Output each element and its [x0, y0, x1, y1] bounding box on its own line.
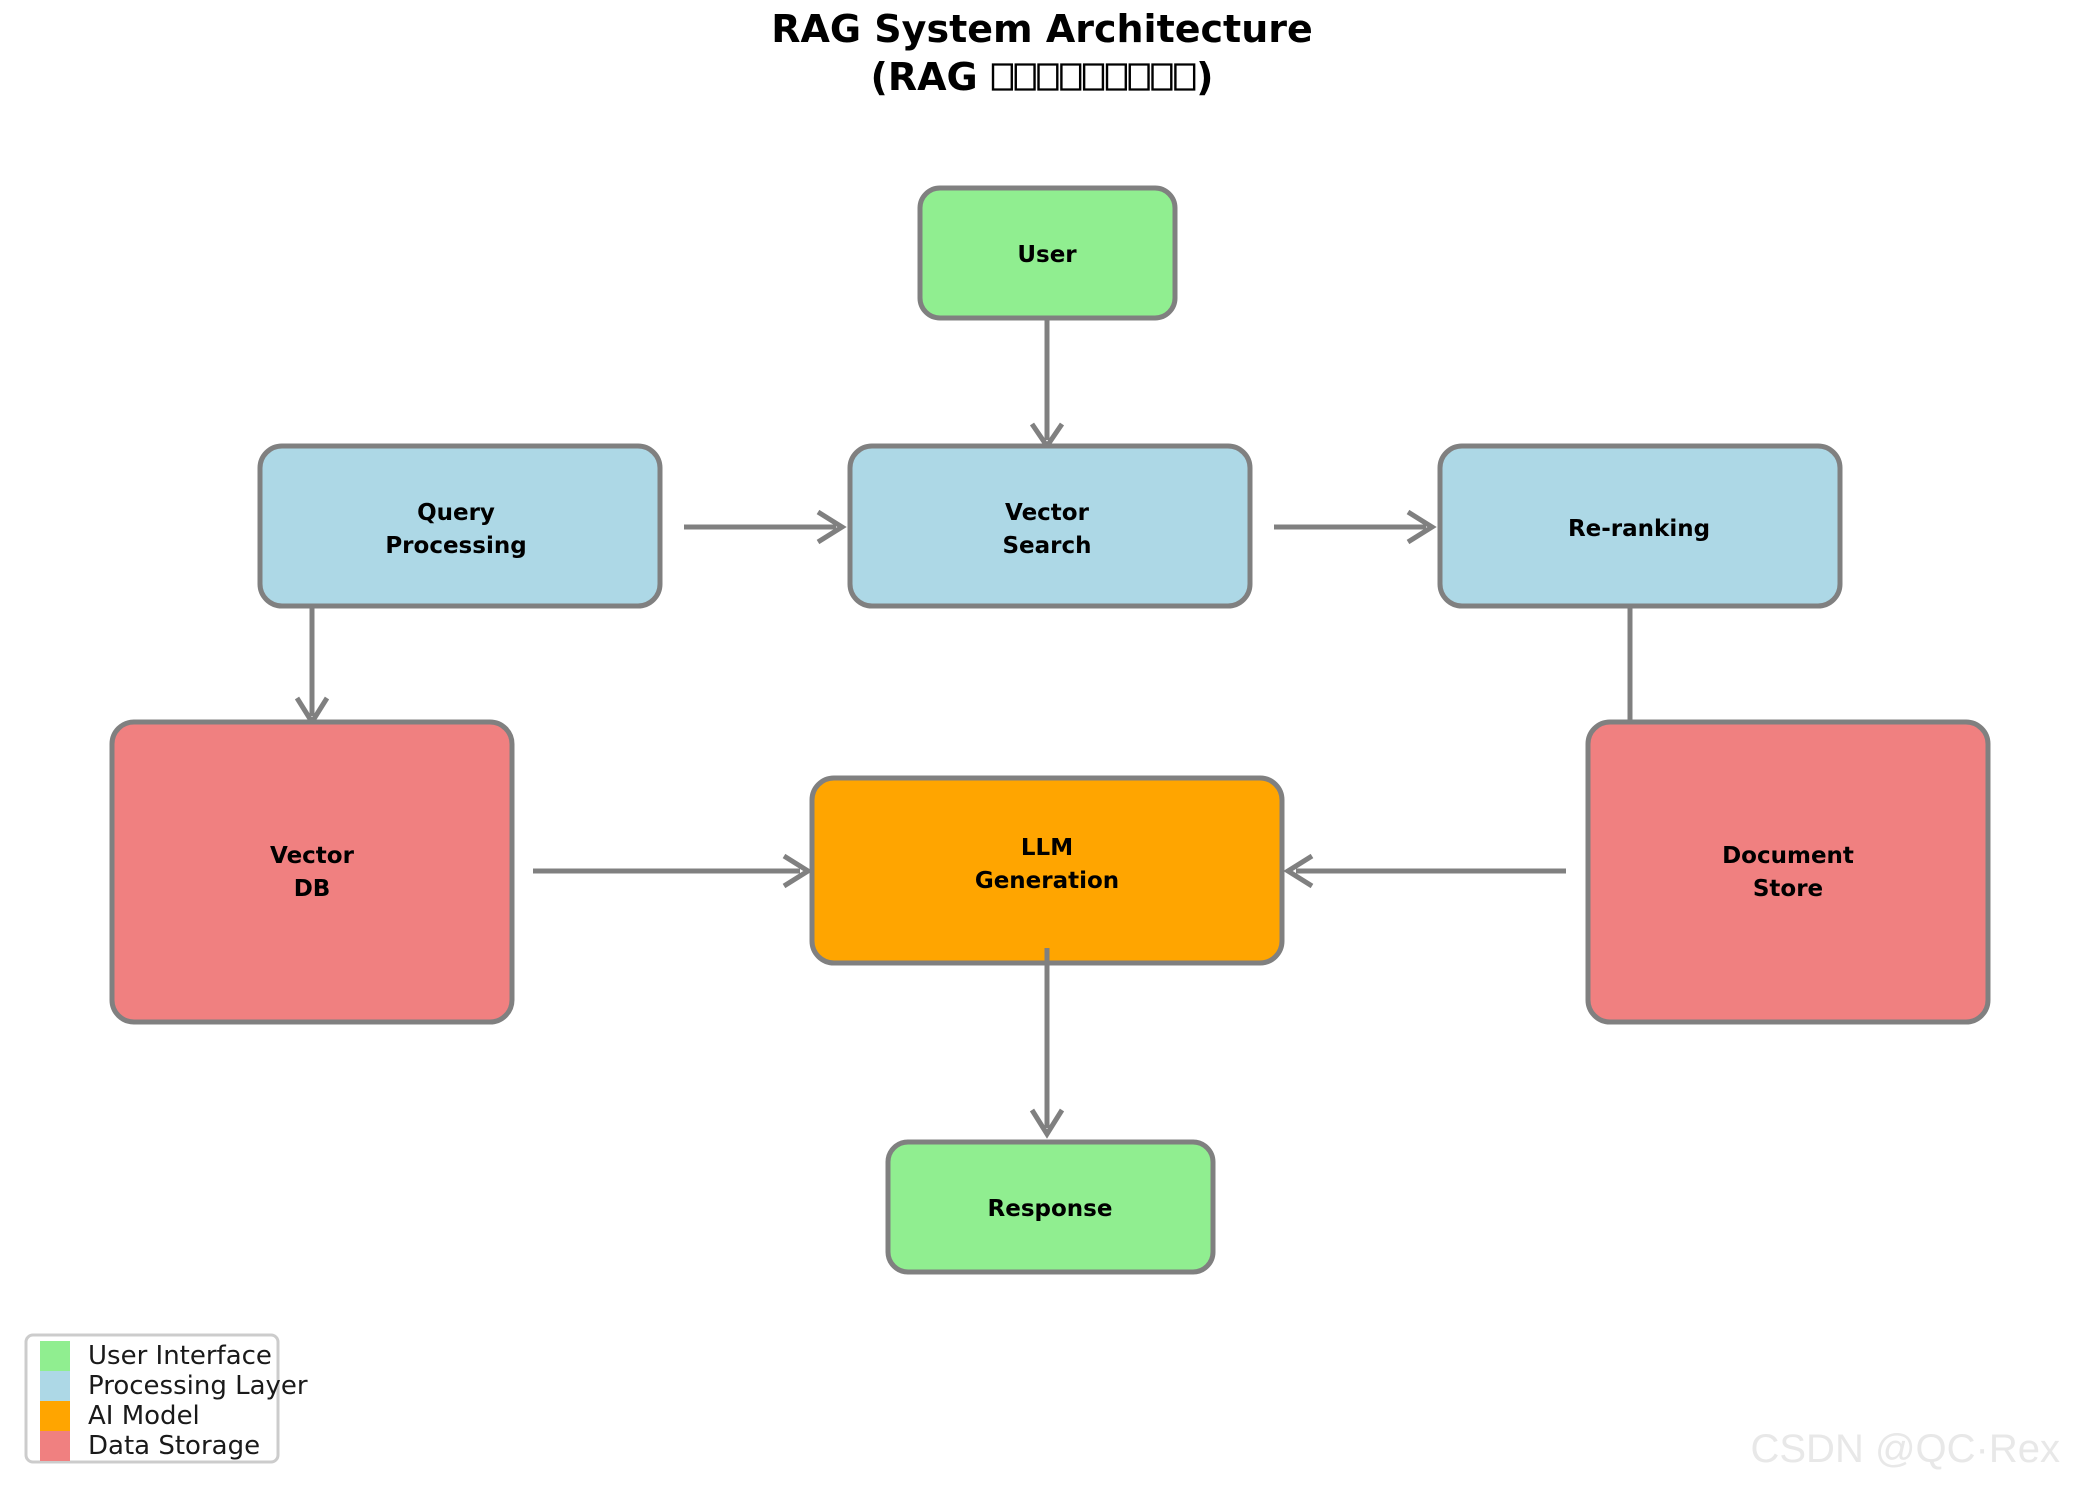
node-response[interactable]: Response [885, 1139, 1216, 1275]
legend-swatch-ai-model [40, 1401, 70, 1431]
node-document-store-shape[interactable] [1585, 719, 1991, 1025]
diagram-title-line1: RAG System Architecture [771, 7, 1313, 51]
legend-item-user-interface: User Interface [40, 1341, 272, 1371]
diagram-title-line2: (RAG ⎕⎕⎕⎕⎕⎕⎕⎕⎕) [870, 55, 1213, 99]
node-query-processing-label-line1: Query [417, 500, 495, 526]
node-vector-db[interactable]: Vector DB [109, 719, 515, 1025]
node-llm-generation[interactable]: LLM Generation [809, 775, 1285, 966]
node-document-store-label-line2: Store [1753, 876, 1823, 902]
node-vector-search[interactable]: Vector Search [847, 443, 1253, 609]
node-query-processing-label-line2: Processing [385, 533, 526, 559]
node-query-processing-shape[interactable] [257, 443, 663, 609]
legend-item-processing-layer: Processing Layer [40, 1371, 308, 1401]
node-user[interactable]: User [917, 185, 1178, 321]
node-query-processing[interactable]: Query Processing [257, 443, 663, 609]
node-vector-search-label-line1: Vector [1005, 500, 1090, 526]
node-reranking-label: Re-ranking [1568, 516, 1710, 542]
edge-vector-db-to-llm [533, 853, 813, 889]
node-document-store-label-line1: Document [1722, 843, 1854, 869]
edge-vector-search-to-reranking [1274, 509, 1437, 545]
edge-llm-to-response [1029, 948, 1065, 1139]
edge-document-store-to-llm [1283, 853, 1566, 889]
legend-label-processing-layer: Processing Layer [88, 1371, 308, 1401]
node-llm-generation-label-line2: Generation [975, 868, 1119, 894]
node-response-label: Response [988, 1196, 1113, 1222]
node-llm-generation-label-line1: LLM [1021, 835, 1073, 861]
legend-item-ai-model: AI Model [40, 1401, 200, 1431]
node-user-label: User [1017, 242, 1077, 268]
node-vector-db-label-line1: Vector [270, 843, 355, 869]
node-vector-db-label-line2: DB [294, 876, 331, 902]
node-vector-db-shape[interactable] [109, 719, 515, 1025]
legend-swatch-user-interface [40, 1341, 70, 1371]
node-vector-search-label-line2: Search [1002, 533, 1091, 559]
node-user-shape[interactable] [917, 185, 1178, 321]
node-response-shape[interactable] [885, 1139, 1216, 1275]
legend-label-ai-model: AI Model [88, 1401, 200, 1431]
legend-label-user-interface: User Interface [88, 1341, 272, 1371]
legend: User Interface Processing Layer AI Model… [24, 1333, 308, 1464]
legend-label-data-storage: Data Storage [88, 1431, 260, 1461]
legend-item-data-storage: Data Storage [40, 1431, 260, 1461]
node-reranking-shape[interactable] [1437, 443, 1843, 609]
legend-panel [24, 1333, 280, 1464]
node-reranking[interactable]: Re-ranking [1437, 443, 1843, 609]
watermark-text: CSDN @QC·Rex [1750, 1427, 2060, 1471]
edge-query-to-vector-search [684, 509, 847, 545]
node-document-store[interactable]: Document Store [1585, 719, 1991, 1025]
legend-swatch-data-storage [40, 1431, 70, 1461]
node-vector-search-shape[interactable] [847, 443, 1253, 609]
legend-swatch-processing-layer [40, 1371, 70, 1401]
